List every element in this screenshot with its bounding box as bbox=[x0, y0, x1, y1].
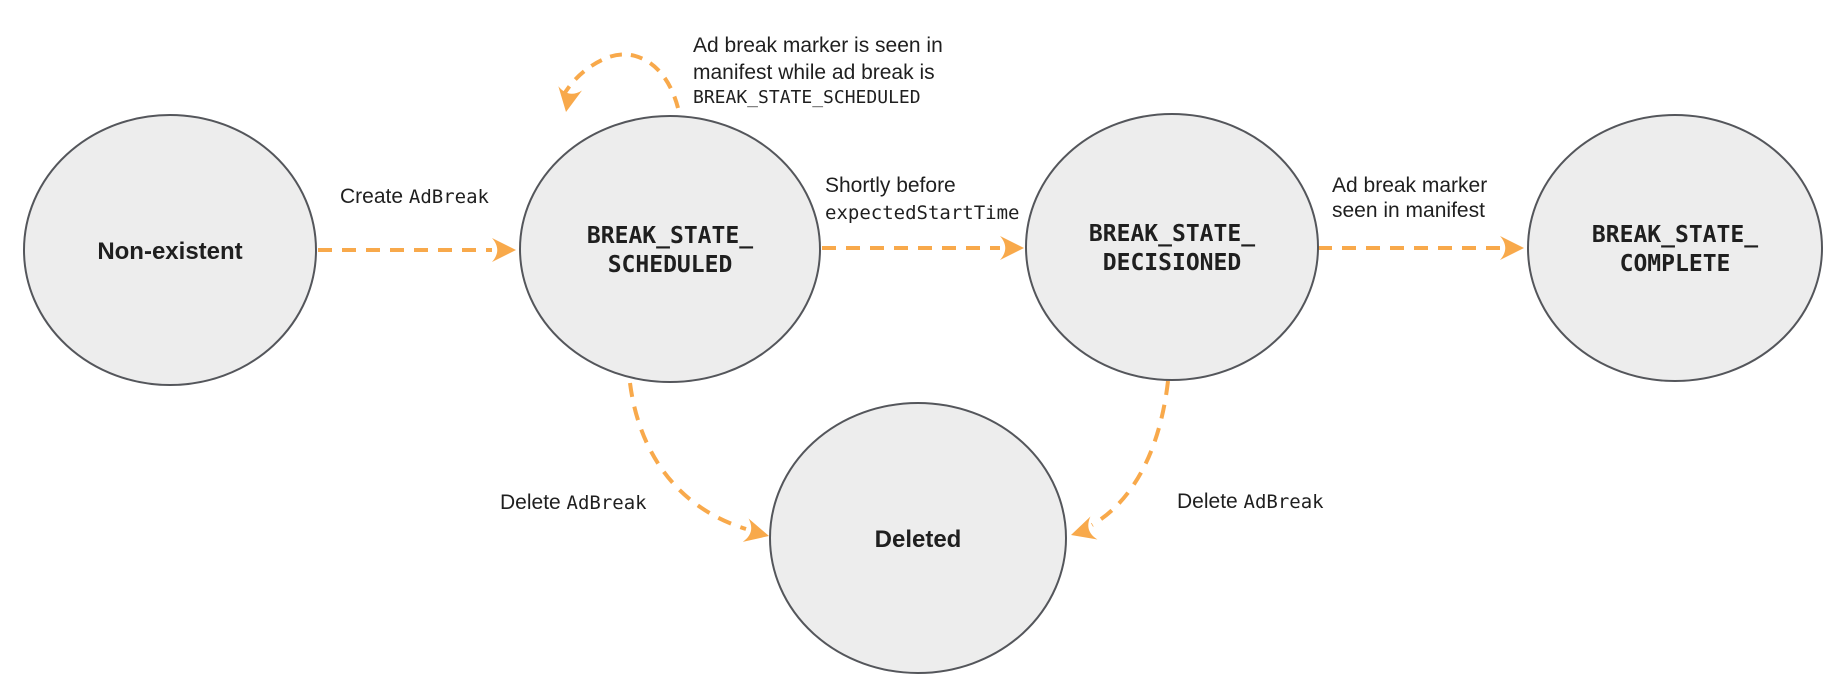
edge-delete-right-arrowhead-icon bbox=[1071, 516, 1098, 540]
edge-self-loop bbox=[560, 52, 680, 109]
edge-marker-seen-arrowhead-icon bbox=[1500, 236, 1524, 260]
state-break-state-complete bbox=[1527, 114, 1823, 382]
edge-delete-left-label: Delete AdBreak bbox=[500, 491, 647, 514]
edge-delete-left bbox=[628, 382, 747, 531]
edge-delete-right bbox=[1090, 380, 1170, 527]
edge-shortly-label-line2: expectedStartTime bbox=[825, 202, 1019, 224]
state-break-state-decisioned bbox=[1025, 113, 1319, 381]
edge-shortly-label-line1: Shortly before bbox=[825, 174, 956, 197]
state-break-state-scheduled bbox=[519, 115, 821, 383]
edge-marker-label-line1: Ad break marker bbox=[1332, 174, 1487, 197]
edge-shortly-before-arrowhead-icon bbox=[1000, 236, 1024, 260]
edge-self-loop-arrowhead-icon bbox=[558, 86, 582, 112]
state-non-existent-label: Non-existent bbox=[97, 238, 242, 265]
edge-create-label-text: Create bbox=[340, 185, 409, 208]
state-scheduled-label-line1: BREAK_STATE_ bbox=[587, 223, 753, 249]
state-complete-label-line1: BREAK_STATE_ bbox=[1592, 222, 1758, 248]
edge-self-loop-label-line3: BREAK_STATE_SCHEDULED bbox=[693, 87, 921, 108]
edge-create-label: Create AdBreak bbox=[340, 185, 490, 208]
edge-create-label-code: AdBreak bbox=[409, 186, 490, 208]
state-decisioned-label-line1: BREAK_STATE_ bbox=[1089, 221, 1255, 247]
edge-delete-left-label-code: AdBreak bbox=[567, 492, 648, 514]
state-complete-label-line2: COMPLETE bbox=[1620, 251, 1731, 277]
state-decisioned-label-line2: DECISIONED bbox=[1103, 250, 1241, 276]
edge-self-loop-label-line1: Ad break marker is seen in bbox=[693, 34, 943, 57]
edge-marker-label-line2: seen in manifest bbox=[1332, 199, 1485, 222]
edge-delete-right-label-code: AdBreak bbox=[1244, 491, 1325, 513]
edge-delete-right-label-text: Delete bbox=[1177, 490, 1244, 513]
edge-delete-left-label-text: Delete bbox=[500, 491, 567, 514]
edge-self-loop-label-line2: manifest while ad break is bbox=[693, 61, 935, 84]
state-scheduled-label-line2: SCHEDULED bbox=[608, 252, 733, 278]
edge-delete-right-label: Delete AdBreak bbox=[1177, 490, 1324, 513]
edge-delete-left-arrowhead-icon bbox=[742, 518, 769, 542]
edge-create-arrowhead-icon bbox=[492, 238, 516, 262]
state-non-existent bbox=[23, 114, 317, 386]
state-deleted bbox=[769, 402, 1067, 674]
state-deleted-label: Deleted bbox=[875, 526, 962, 553]
